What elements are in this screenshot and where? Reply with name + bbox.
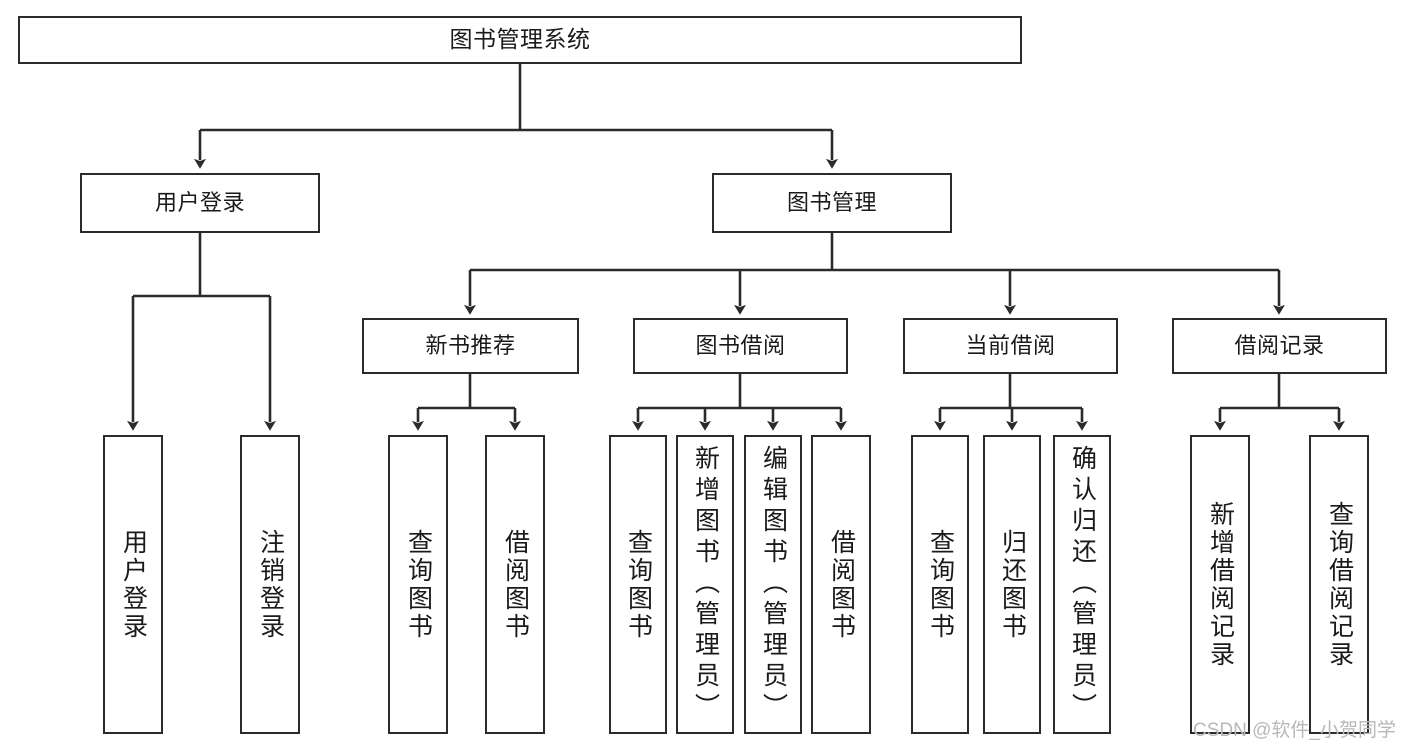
node-leaf-user-login[interactable]: 用户登录 bbox=[103, 435, 163, 734]
node-leaf-borrow-book-2[interactable]: 借阅图书 bbox=[811, 435, 871, 734]
watermark: CSDN @软件_小贺同学 bbox=[1193, 720, 1396, 741]
node-leaf-borrow-book-1-label: 借阅图书 bbox=[501, 528, 530, 641]
node-book-borrow[interactable]: 图书借阅 bbox=[633, 318, 848, 374]
node-root-label: 图书管理系统 bbox=[449, 26, 591, 53]
node-leaf-query-book-1[interactable]: 查询图书 bbox=[388, 435, 448, 734]
node-leaf-add-record-label: 新增借阅记录 bbox=[1206, 500, 1235, 669]
node-book-borrow-label: 图书借阅 bbox=[695, 333, 786, 359]
node-user-login[interactable]: 用户登录 bbox=[80, 173, 320, 233]
node-leaf-borrow-book-2-label: 借阅图书 bbox=[827, 528, 856, 641]
node-root[interactable]: 图书管理系统 bbox=[18, 16, 1022, 64]
node-book-management[interactable]: 图书管理 bbox=[712, 173, 952, 233]
node-leaf-query-record-label: 查询借阅记录 bbox=[1325, 500, 1354, 669]
node-leaf-borrow-book-1[interactable]: 借阅图书 bbox=[485, 435, 545, 734]
node-leaf-query-book-2[interactable]: 查询图书 bbox=[609, 435, 667, 734]
node-leaf-add-book-label: 新增图书（管理员） bbox=[691, 445, 720, 724]
node-leaf-return-book[interactable]: 归还图书 bbox=[983, 435, 1041, 734]
node-leaf-user-login-label: 用户登录 bbox=[119, 528, 148, 641]
node-current-borrow[interactable]: 当前借阅 bbox=[903, 318, 1118, 374]
node-leaf-query-book-3[interactable]: 查询图书 bbox=[911, 435, 969, 734]
node-new-book-recommend[interactable]: 新书推荐 bbox=[362, 318, 579, 374]
node-leaf-query-record[interactable]: 查询借阅记录 bbox=[1309, 435, 1369, 734]
node-leaf-add-record[interactable]: 新增借阅记录 bbox=[1190, 435, 1250, 734]
node-borrow-record-label: 借阅记录 bbox=[1234, 333, 1325, 359]
node-user-login-label: 用户登录 bbox=[154, 190, 245, 216]
node-leaf-user-logout[interactable]: 注销登录 bbox=[240, 435, 300, 734]
node-leaf-confirm-return-label: 确认归还（管理员） bbox=[1068, 445, 1097, 724]
node-leaf-query-book-1-label: 查询图书 bbox=[404, 528, 433, 641]
node-leaf-edit-book-label: 编辑图书（管理员） bbox=[759, 445, 788, 724]
node-current-borrow-label: 当前借阅 bbox=[965, 333, 1056, 359]
node-leaf-confirm-return[interactable]: 确认归还（管理员） bbox=[1053, 435, 1111, 734]
node-leaf-edit-book[interactable]: 编辑图书（管理员） bbox=[744, 435, 802, 734]
node-leaf-user-logout-label: 注销登录 bbox=[256, 528, 285, 641]
node-leaf-query-book-2-label: 查询图书 bbox=[624, 528, 653, 641]
node-leaf-query-book-3-label: 查询图书 bbox=[926, 528, 955, 641]
node-leaf-add-book[interactable]: 新增图书（管理员） bbox=[676, 435, 734, 734]
node-leaf-return-book-label: 归还图书 bbox=[998, 528, 1027, 641]
node-book-management-label: 图书管理 bbox=[786, 190, 877, 216]
node-borrow-record[interactable]: 借阅记录 bbox=[1172, 318, 1387, 374]
node-new-book-recommend-label: 新书推荐 bbox=[425, 333, 516, 359]
